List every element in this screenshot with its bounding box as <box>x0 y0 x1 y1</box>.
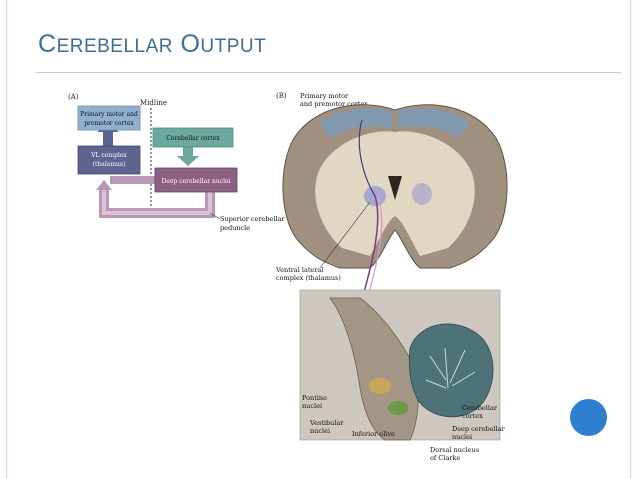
cerebellar-cortex-label-line1: Cerebellar <box>462 404 498 412</box>
title-word-2: UTPUT <box>200 36 267 57</box>
pontine-label-line1: Pontine <box>302 394 327 402</box>
slide-border-left <box>6 0 7 479</box>
arrow-vl-to-motor <box>103 130 113 146</box>
coronal-motor-cortex <box>320 108 392 138</box>
inferior-olive-label: Inferior olive <box>352 430 395 438</box>
panel-a-label: (A) <box>68 93 79 101</box>
arrow-deep-to-vl <box>110 176 155 184</box>
cerebellum <box>408 323 494 418</box>
coronal-section <box>282 104 508 269</box>
peduncle-pathway-inner <box>102 188 212 215</box>
slide-title: CEREBELLAR OUTPUT <box>38 30 266 59</box>
panel-a-diagram: (A) Midline Primary motor and premotor c… <box>68 93 285 232</box>
vestibular-label-line2: nuclei <box>310 427 330 435</box>
peduncle-leader <box>209 212 221 220</box>
box-deep-nuclei-label: Deep cerebellar nuclei <box>161 178 230 185</box>
arrow-head-cortex-to-deep <box>177 156 199 166</box>
arrow-cortex-to-deep <box>183 147 193 158</box>
box-deep-nuclei <box>154 167 238 193</box>
vl-leader <box>319 201 371 269</box>
midline-label: Midline <box>140 99 167 107</box>
panel-b-illustration: (B) Primary motor and premotor cortex Ve… <box>275 92 508 462</box>
box-motor-cortex <box>77 105 141 131</box>
vl-label-line1: Ventral lateral <box>275 266 323 274</box>
box-motor-cortex-line2: premotor cortex <box>84 120 134 127</box>
vl-label-line2: complex (thalamus) <box>276 274 341 282</box>
motor-label-line1: Primary motor <box>300 92 349 100</box>
cerebellum-folia <box>425 347 476 389</box>
coronal-ventricle <box>388 176 402 200</box>
vestibular-label-line1: Vestibular <box>309 419 344 427</box>
panel-b-label: (B) <box>276 92 287 100</box>
clarke-label-line2: of Clarke <box>430 454 460 462</box>
box-vl-complex-line1: VL complex <box>90 152 127 159</box>
title-initial-2: O <box>180 30 201 58</box>
deep-nuclei-label-line2: nuclei <box>452 433 472 441</box>
sagittal-section <box>299 289 501 441</box>
title-initial-1: C <box>38 30 57 58</box>
peduncle-label-line1: Superior cerebellar <box>220 215 285 223</box>
arrow-head-peduncle <box>96 180 112 190</box>
accent-circle <box>570 399 607 436</box>
cerebellar-cortex-label-line2: cortex <box>462 412 483 420</box>
clarke-label-line1: Dorsal nucleus <box>430 446 479 454</box>
coronal-motor-cortex-right <box>398 108 470 138</box>
title-word-1: EREBELLAR <box>56 36 174 57</box>
box-cerebellar-cortex <box>152 127 234 148</box>
pathway-cortex-to-thalamus <box>358 119 376 197</box>
box-motor-cortex-line1: Primary motor and <box>80 111 138 118</box>
box-cerebellar-cortex-label: Cerebellar cortex <box>166 135 220 142</box>
deep-nuclei-label-line1: Deep cerebellar <box>452 425 506 433</box>
title-underline <box>36 72 621 73</box>
box-vl-complex-line2: (thalamus) <box>93 161 126 168</box>
pontine-label-line2: nuclei <box>302 402 322 410</box>
coronal-thalamus-right <box>412 183 432 205</box>
inferior-olive <box>388 401 408 415</box>
slide-border-right <box>630 0 631 479</box>
peduncle-label-line2: peduncle <box>220 224 250 232</box>
pontine-nuclei <box>369 378 391 394</box>
box-vl-complex <box>77 145 141 175</box>
motor-label-line2: and premotor cortex <box>300 100 368 108</box>
